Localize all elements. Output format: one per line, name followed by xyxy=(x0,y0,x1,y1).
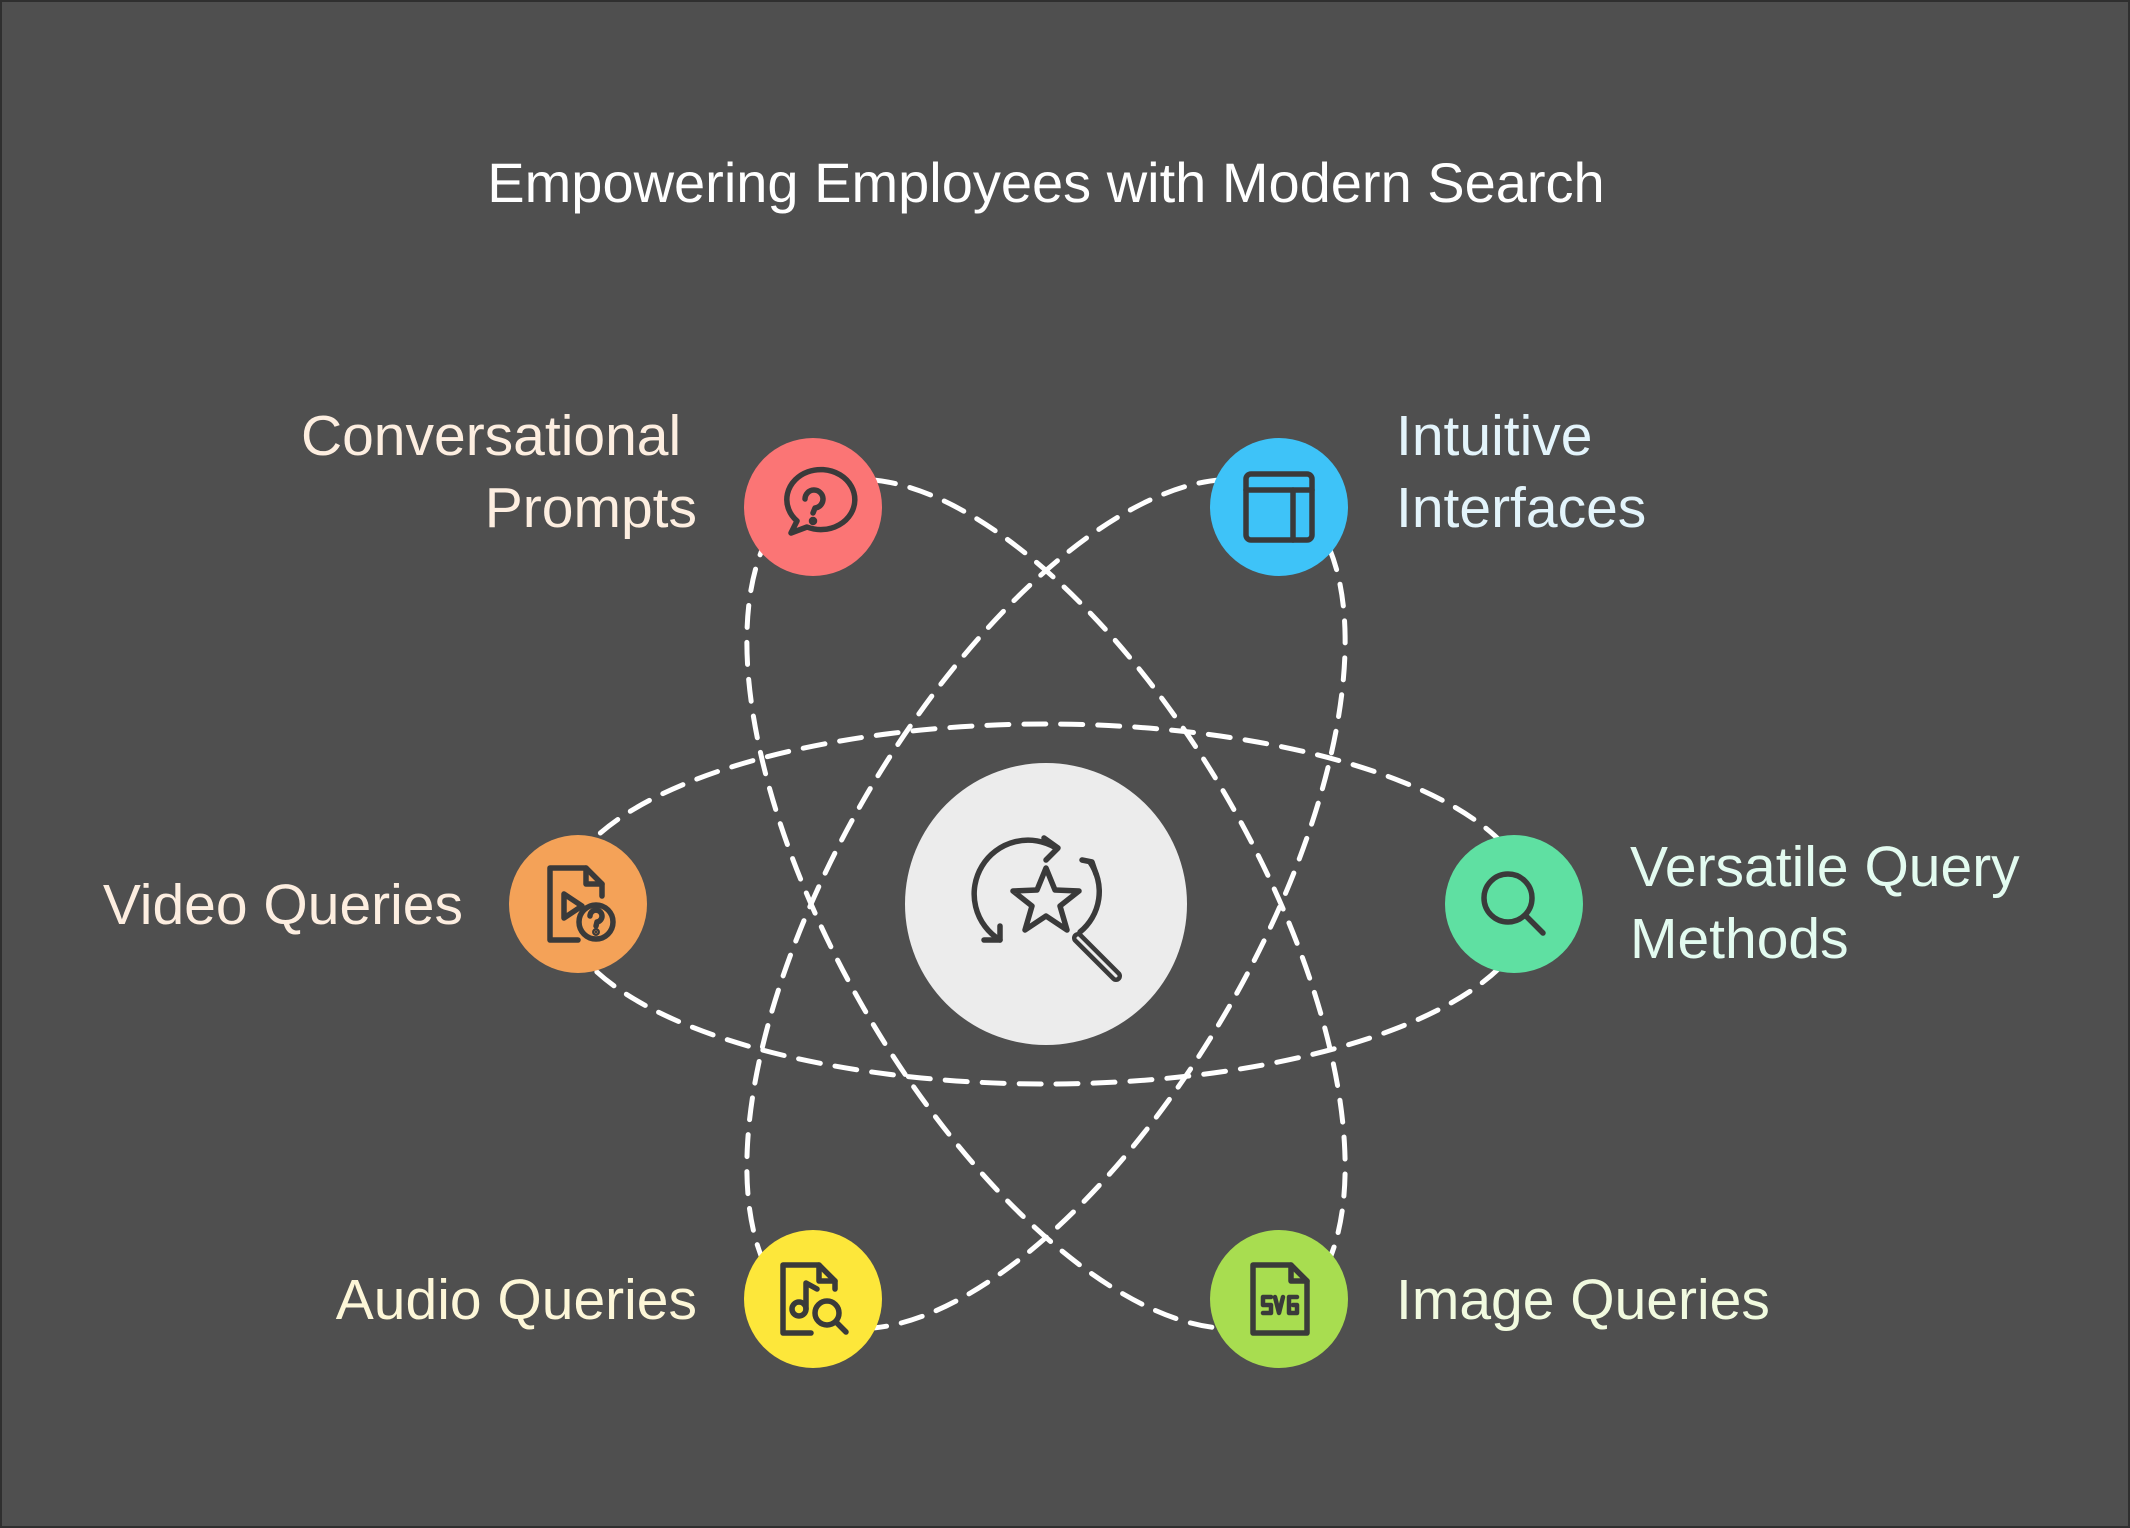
center-circle xyxy=(905,763,1187,1045)
search-star-refresh-icon xyxy=(971,835,1122,982)
node-image-queries: Image Queries xyxy=(1210,1230,1770,1368)
node-video-queries: Video Queries xyxy=(103,835,647,973)
node-circle xyxy=(1445,835,1583,973)
diagram-title: Empowering Employees with Modern Search xyxy=(487,151,1604,214)
node-label-line: Video Queries xyxy=(103,873,463,937)
center-node xyxy=(905,763,1187,1045)
node-conversational-prompts: Conversational Prompts xyxy=(301,404,882,576)
node-label-line: Image Queries xyxy=(1396,1268,1770,1332)
svg-text:Image Queries: Image Queries xyxy=(1396,1268,1770,1332)
node-label-line: Prompts xyxy=(485,476,697,540)
node-versatile-query-methods: Versatile Query Methods xyxy=(1445,835,2036,973)
layout-window-icon xyxy=(1243,471,1315,543)
video-file-question-icon xyxy=(547,865,616,943)
svg-text:Conversational Prompts: Conversational Prompts xyxy=(301,404,697,540)
node-circle xyxy=(1210,1230,1348,1368)
svg-text:Video Queries: Video Queries xyxy=(103,873,463,937)
svg-file-icon xyxy=(1250,1262,1310,1336)
node-circle xyxy=(744,1230,882,1368)
chat-question-icon xyxy=(784,466,858,536)
svg-text:Audio Queries: Audio Queries xyxy=(336,1268,697,1332)
node-audio-queries: Audio Queries xyxy=(336,1230,882,1368)
audio-file-search-icon xyxy=(780,1262,849,1336)
node-circle xyxy=(1210,438,1348,576)
node-label-line: Conversational xyxy=(301,404,681,468)
svg-text:Versatile Query Methods: Versatile Query Methods xyxy=(1630,835,2036,971)
node-label-line: Intuitive xyxy=(1396,404,1592,468)
magnifier-icon xyxy=(1481,871,1546,936)
node-label-line: Versatile Query xyxy=(1630,835,2020,899)
node-label-line: Interfaces xyxy=(1396,476,1646,540)
svg-text:Intuitive Interfaces: Intuitive Interfaces xyxy=(1396,404,1646,540)
node-label-line: Methods xyxy=(1630,907,1849,971)
node-label-line: Audio Queries xyxy=(336,1268,697,1332)
node-intuitive-interfaces: Intuitive Interfaces xyxy=(1210,404,1646,576)
